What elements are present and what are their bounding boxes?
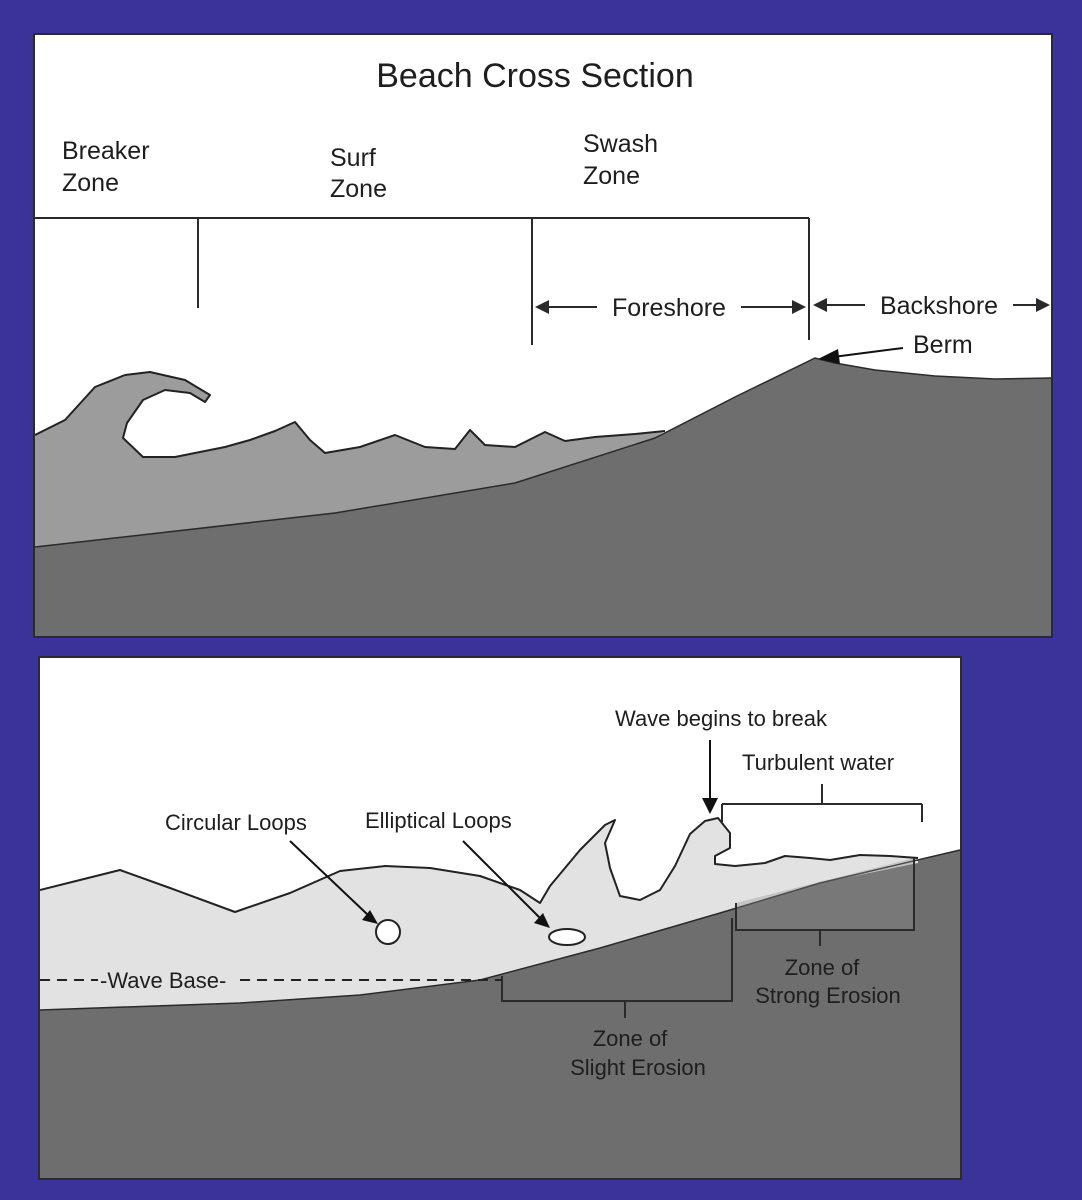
wave-erosion-diagram: -Wave Base- Circular Loops Elliptical Lo… xyxy=(40,706,960,1178)
beach-cross-section-diagram: Beach Cross Section Breaker Zone Surf Zo… xyxy=(35,57,1051,636)
seabed xyxy=(40,850,960,1178)
sea-water xyxy=(35,372,665,547)
wave-erosion-panel: -Wave Base- Circular Loops Elliptical Lo… xyxy=(38,656,962,1180)
elliptical-loops-label: Elliptical Loops xyxy=(365,808,512,833)
foreshore-arrow xyxy=(535,300,806,314)
wave-outline xyxy=(35,371,666,458)
wave-base-label: -Wave Base- xyxy=(100,968,226,993)
seabed xyxy=(35,358,1051,636)
swash-zone-label-line1: Swash xyxy=(583,130,658,158)
circular-loops-arrow xyxy=(289,840,378,924)
diagram-title: Beach Cross Section xyxy=(376,57,694,95)
slight-erosion-label-line2: Slight Erosion xyxy=(570,1055,706,1080)
berm-label: Berm xyxy=(913,331,973,359)
wave-break-arrow xyxy=(702,740,718,814)
backshore-arrow xyxy=(813,298,1050,312)
strong-erosion-zone-box xyxy=(735,858,915,931)
berm-arrow xyxy=(818,347,904,364)
elliptical-loops-arrow xyxy=(462,840,550,928)
wave-break-label: Wave begins to break xyxy=(615,706,828,731)
surf-zone-label-line1: Surf xyxy=(330,144,376,172)
foreshore-label: Foreshore xyxy=(612,294,726,322)
circular-loop xyxy=(375,919,401,945)
backshore-label: Backshore xyxy=(880,292,998,320)
surf-zone-label-line2: Zone xyxy=(330,175,387,203)
strong-erosion-label-line1: Zone of xyxy=(785,955,860,980)
beach-cross-section-panel: Beach Cross Section Breaker Zone Surf Zo… xyxy=(33,33,1053,638)
breaker-zone-label-line1: Breaker xyxy=(62,137,150,165)
slight-erosion-label-line1: Zone of xyxy=(593,1026,668,1051)
swash-zone-label-line2: Zone xyxy=(583,162,640,190)
beach-profile-outline xyxy=(35,357,1051,548)
sea-water xyxy=(40,818,918,1010)
seabed-outline xyxy=(40,849,960,1011)
breaker-zone-label-line2: Zone xyxy=(62,169,119,197)
circular-loops-label: Circular Loops xyxy=(165,810,307,835)
strong-erosion-label-line2: Strong Erosion xyxy=(755,983,901,1008)
elliptical-loop xyxy=(548,928,586,946)
turbulent-water-bracket xyxy=(721,784,923,822)
slight-erosion-zone-box xyxy=(501,918,733,1002)
wave-outline xyxy=(40,817,919,913)
turbulent-water-label: Turbulent water xyxy=(742,750,894,775)
zone-bracket xyxy=(35,217,810,345)
